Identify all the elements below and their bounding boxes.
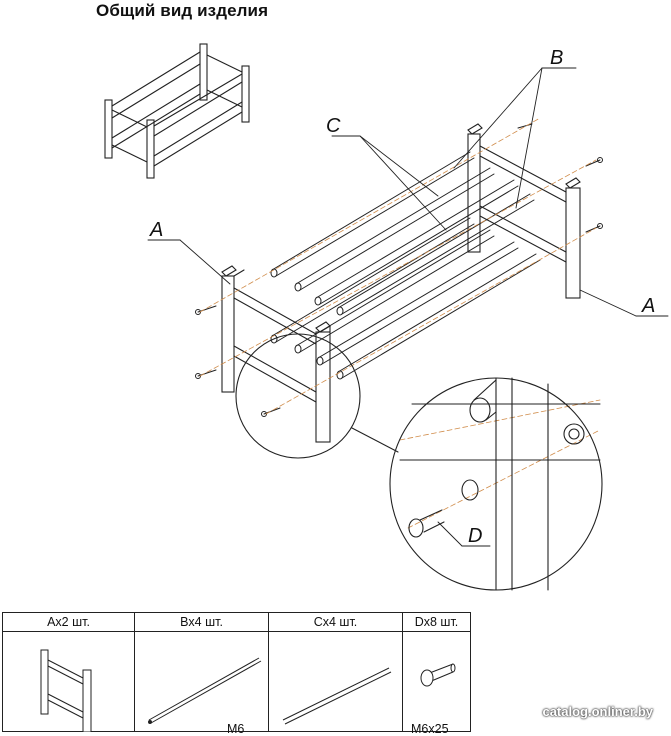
part-d-header: Dx8 шт. (402, 612, 471, 632)
callout-a-left: A (149, 219, 163, 241)
part-d-screw-icon (420, 663, 456, 687)
callout-d: D (468, 525, 482, 547)
axis-lines (199, 117, 601, 529)
part-c-cell (268, 631, 403, 732)
end-frame-left (221, 265, 331, 443)
part-b-spec: M6 (227, 722, 245, 736)
part-c-header: Сx4 шт. (268, 612, 403, 632)
detail-source-circle (235, 333, 361, 459)
part-c-rod-icon (282, 667, 392, 725)
page-title: Общий вид изделия (96, 1, 269, 20)
callout-c: C (326, 115, 341, 137)
leader-lines (147, 67, 669, 547)
part-a-header: Аx2 шт. (2, 612, 135, 632)
callout-a-right: A (641, 295, 655, 317)
part-d-cell: M6x25 (402, 631, 471, 736)
watermark: catalog.onliner.by (542, 704, 653, 719)
rods (270, 151, 541, 380)
overview-illustration (104, 43, 250, 179)
parts-table-image-row: M6 M6x25 (2, 631, 471, 736)
part-d-spec: M6x25 (411, 722, 449, 736)
part-b-header: Вx4 шт. (134, 612, 269, 632)
parts-table-header-row: Аx2 шт. Вx4 шт. Сx4 шт. Dx8 шт. (2, 612, 471, 632)
part-a-cell (2, 631, 135, 732)
parts-table: Аx2 шт. Вx4 шт. Сx4 шт. Dx8 шт. (2, 612, 471, 736)
callout-b: B (550, 47, 563, 69)
detail-content (399, 377, 601, 591)
part-b-cell: M6 (134, 631, 269, 736)
end-frame-right (467, 123, 581, 299)
part-a-frame-icon (40, 649, 92, 732)
part-b-rod-icon (148, 657, 262, 724)
screws (195, 123, 603, 417)
assembly-drawing: A C B A D (104, 43, 669, 591)
